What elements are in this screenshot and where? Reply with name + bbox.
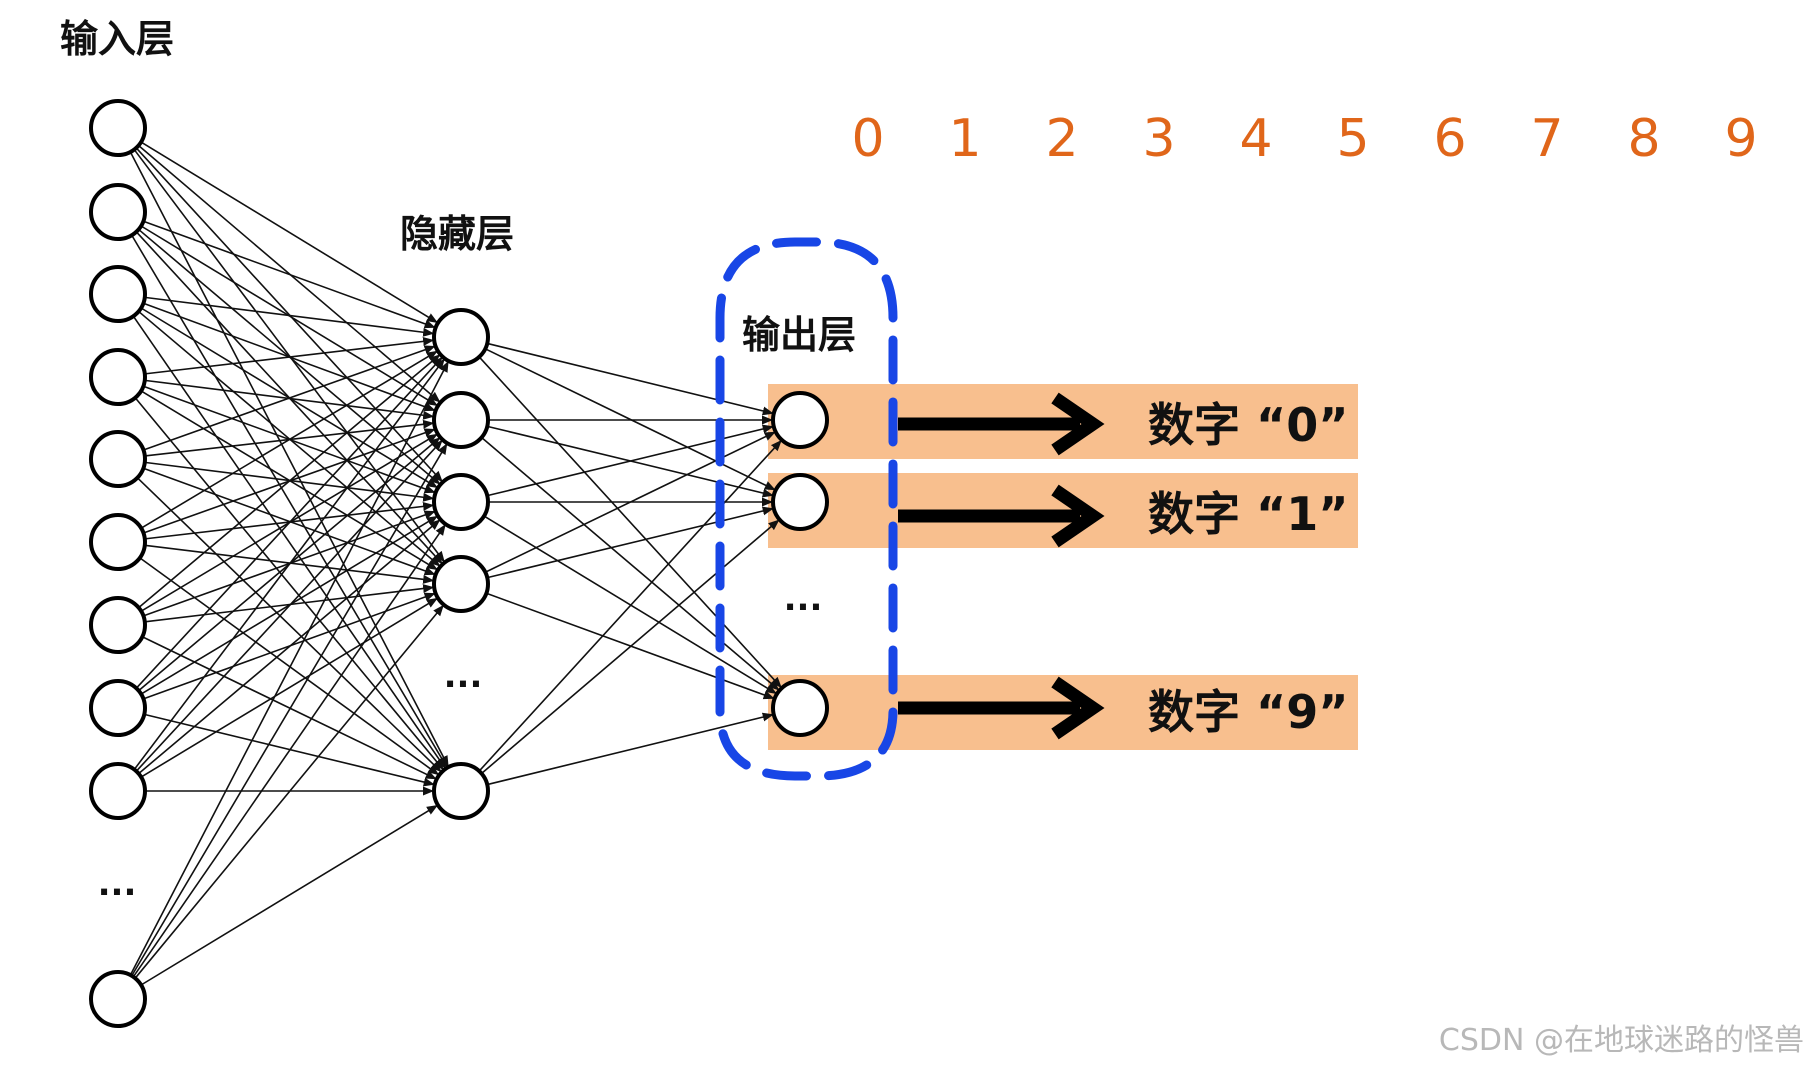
edge-input-9-hidden-0 <box>129 360 449 976</box>
edge-input-8-hidden-2 <box>138 519 441 775</box>
edge-input-9-hidden-1 <box>131 443 448 977</box>
output-node-0 <box>771 391 829 449</box>
digit-5: 5 <box>1336 109 1369 169</box>
digit-2: 2 <box>1045 109 1078 169</box>
connection-lines <box>129 141 782 986</box>
edge-input-0-hidden-2 <box>135 147 443 483</box>
hidden-layer-label: 隐藏层 <box>400 212 514 256</box>
output-text-0: 数字 “0” <box>1148 398 1349 452</box>
arrow-1-head <box>1051 484 1105 548</box>
input-node-2 <box>89 265 147 323</box>
hidden-node-0 <box>432 308 490 366</box>
edge-hidden-3-output-0 <box>484 431 776 573</box>
digit-6: 6 <box>1433 109 1466 169</box>
edge-hidden-3-output-2 <box>486 592 775 700</box>
input-node-0 <box>89 99 147 157</box>
digit-9: 9 <box>1724 109 1757 169</box>
edge-hidden-2-output-2 <box>483 515 778 695</box>
edge-hidden-3-output-1 <box>487 506 774 579</box>
edge-input-1-hidden-0 <box>143 220 436 329</box>
edge-input-3-hidden-0 <box>144 336 435 375</box>
edge-input-4-hidden-4 <box>136 477 442 773</box>
hidden-ellipsis: ... <box>444 656 483 696</box>
output-text-9: 数字 “9” <box>1148 685 1349 739</box>
watermark: CSDN @在地球迷路的怪兽 <box>1439 1023 1804 1058</box>
digit-3: 3 <box>1142 109 1175 169</box>
input-node-4 <box>89 430 147 488</box>
input-node-3 <box>89 348 147 406</box>
edge-hidden-0-output-2 <box>478 356 782 689</box>
edge-hidden-4-output-0 <box>478 439 782 772</box>
hidden-node-1 <box>432 391 490 449</box>
edge-input-9-hidden-3 <box>134 604 444 979</box>
edge-input-7-hidden-0 <box>135 356 443 689</box>
digit-4: 4 <box>1239 109 1272 169</box>
edge-input-9-hidden-2 <box>132 524 446 978</box>
input-node-9 <box>89 970 147 1028</box>
edge-input-2-hidden-0 <box>144 296 435 337</box>
edge-hidden-4-output-2 <box>487 712 774 786</box>
output-layer-label: 输出层 <box>742 313 856 357</box>
edge-hidden-1-output-2 <box>481 436 780 691</box>
output-node-1 <box>771 473 829 531</box>
output-layer-dashed-outline <box>715 237 898 781</box>
arrow-0-head <box>1051 392 1105 456</box>
digit-0: 0 <box>851 109 884 169</box>
edge-input-8-hidden-1 <box>135 439 443 772</box>
input-node-7 <box>89 679 147 737</box>
edge-input-1-hidden-4 <box>131 234 448 768</box>
edge-input-4-hidden-0 <box>143 345 436 451</box>
edge-hidden-0-output-0 <box>487 342 774 416</box>
digit-row: 0 1 2 3 4 5 6 7 8 9 <box>851 109 1757 169</box>
input-node-6 <box>89 596 147 654</box>
edge-input-0-hidden-0 <box>140 141 439 324</box>
edge-hidden-2-output-0 <box>487 424 774 497</box>
digit-1: 1 <box>948 109 981 169</box>
neuron-nodes <box>89 99 829 1028</box>
edge-input-5-hidden-4 <box>139 557 440 776</box>
output-node-2 <box>771 679 829 737</box>
edge-input-9-hidden-4 <box>140 804 439 986</box>
input-ellipsis: ... <box>98 864 137 904</box>
output-ellipsis: ... <box>784 579 823 619</box>
input-node-1 <box>89 183 147 241</box>
input-node-8 <box>89 762 147 820</box>
edge-input-6-hidden-0 <box>138 354 441 609</box>
edge-input-3-hidden-4 <box>134 397 444 771</box>
hidden-node-4 <box>432 762 490 820</box>
edge-input-8-hidden-0 <box>133 358 445 770</box>
hidden-node-2 <box>432 473 490 531</box>
arrow-9-head <box>1051 676 1105 740</box>
edge-hidden-4-output-1 <box>481 519 780 775</box>
input-layer-label: 输入层 <box>60 17 174 61</box>
edge-input-8-hidden-3 <box>140 597 438 778</box>
edge-input-2-hidden-4 <box>132 315 446 769</box>
digit-7: 7 <box>1530 109 1563 169</box>
hidden-node-3 <box>432 555 490 613</box>
output-text-1: 数字 “1” <box>1148 487 1349 541</box>
output-arrows <box>898 392 1105 740</box>
edge-input-6-hidden-4 <box>141 636 437 780</box>
edge-input-7-hidden-4 <box>144 713 435 787</box>
edge-input-5-hidden-0 <box>140 350 438 529</box>
digit-8: 8 <box>1627 109 1660 169</box>
input-node-5 <box>89 513 147 571</box>
